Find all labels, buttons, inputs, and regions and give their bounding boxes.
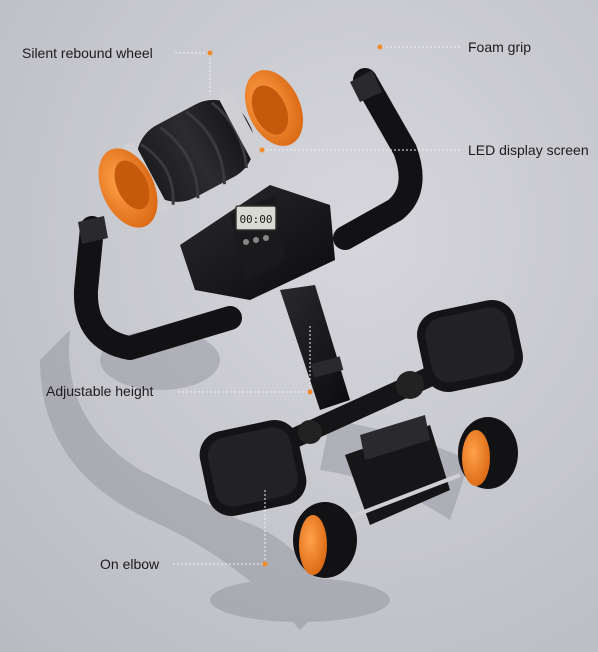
left-elbow-pad [199, 420, 307, 516]
console-frame: 00:00 [180, 185, 335, 300]
callout-label-grip: Foam grip [468, 39, 532, 55]
callout-label-display: LED display screen [468, 142, 589, 158]
callout-dots [207, 44, 383, 567]
bottom-wheel-assembly [293, 415, 518, 578]
rebound-wheel [98, 70, 304, 228]
callout-label-wheel: Silent rebound wheel [22, 45, 153, 61]
led-readout: 00:00 [239, 213, 272, 226]
callout-label-height: Adjustable height [46, 383, 154, 399]
right-elbow-pad [417, 299, 523, 393]
left-handle [73, 216, 242, 360]
led-display-screen: 00:00 [235, 205, 277, 245]
right-handle-foam-grip [333, 68, 423, 250]
callout-label-elbow: On elbow [100, 556, 160, 572]
elbow-pad-crossbar [280, 362, 450, 450]
adjustable-post [280, 285, 350, 410]
